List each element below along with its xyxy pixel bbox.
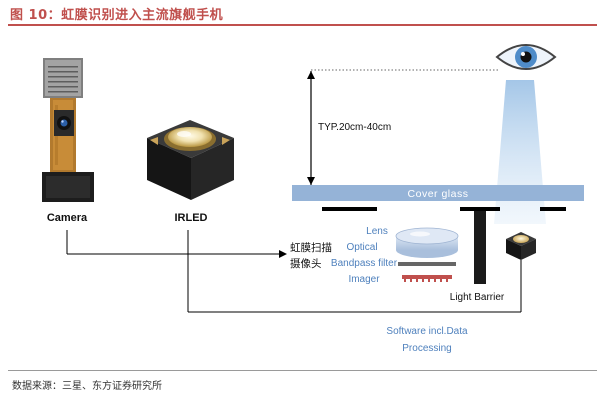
- camera-module-icon: [42, 58, 94, 202]
- bandpass-filter-label: Bandpass filter: [331, 258, 398, 269]
- bezel-bar-right: [540, 207, 566, 211]
- distance-indicator: [307, 69, 498, 185]
- lens-stack-icon: [395, 227, 459, 282]
- iris-scanner-label-line1: 虹膜扫描: [290, 241, 332, 254]
- imager-label: Imager: [348, 274, 380, 285]
- irled-package-icon: [147, 120, 234, 200]
- light-barrier-label: Light Barrier: [450, 292, 505, 303]
- source-divider: [8, 370, 597, 371]
- bezel-bar-middle: [460, 207, 500, 211]
- bezel-bar-left: [322, 207, 377, 211]
- iris-scanner-label-line2: 摄像头: [290, 257, 322, 270]
- cover-glass-label: Cover glass: [408, 188, 469, 200]
- lens-label: Lens: [366, 226, 388, 237]
- camera-label: Camera: [47, 212, 88, 224]
- irled-label: IRLED: [175, 212, 208, 224]
- irled-to-led-connector: [187, 230, 522, 313]
- software-label-line2: Processing: [402, 343, 451, 354]
- small-ir-led-icon: [506, 232, 536, 260]
- source-note: 数据来源：三星、东方证券研究所: [12, 381, 162, 392]
- software-label-line1: Software incl.Data: [386, 326, 468, 337]
- figure-title: 图 10：虹膜识别进入主流旗舰手机: [10, 8, 224, 23]
- optical-label: Optical: [346, 242, 377, 253]
- camera-to-scanner-arrow: [66, 230, 287, 258]
- title-divider: [8, 24, 597, 26]
- cover-glass-bar: [292, 185, 584, 201]
- distance-label: TYP.20cm-40cm: [318, 122, 391, 133]
- light-barrier-wall: [474, 211, 486, 284]
